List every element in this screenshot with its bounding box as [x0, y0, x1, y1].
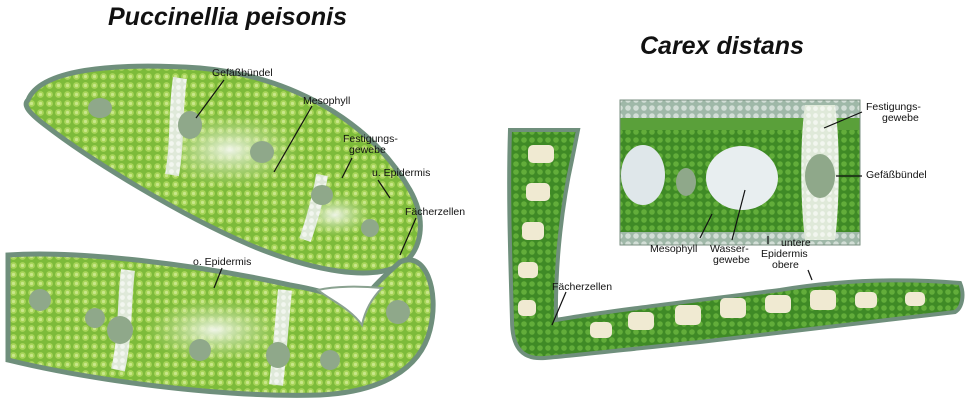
- label-mesophyll-left: Mesophyll: [303, 96, 350, 107]
- label-obere: obere: [772, 260, 799, 271]
- label-wassergewebe-2: gewebe: [713, 255, 750, 266]
- label-faecherzellen-right: Fächerzellen: [552, 282, 612, 293]
- label-gefaessbuendel-right: Gefäßbündel: [866, 170, 927, 181]
- title-carex: Carex distans: [640, 32, 804, 61]
- label-u-epidermis: u. Epidermis: [372, 168, 430, 179]
- label-mesophyll-right: Mesophyll: [650, 244, 697, 255]
- puccinellia-upper-leaf: [26, 66, 420, 273]
- carex-inset: [620, 100, 860, 245]
- label-festigungsgewebe-right-2: gewebe: [882, 113, 919, 124]
- title-puccinellia: Puccinellia peisonis: [108, 3, 347, 32]
- label-o-epidermis: o. Epidermis: [193, 257, 251, 268]
- label-faecherzellen-left: Fächerzellen: [405, 207, 465, 218]
- label-festigungsgewebe-left-2: gewebe: [349, 145, 386, 156]
- label-gefaessbuendel-left: Gefäßbündel: [212, 68, 273, 79]
